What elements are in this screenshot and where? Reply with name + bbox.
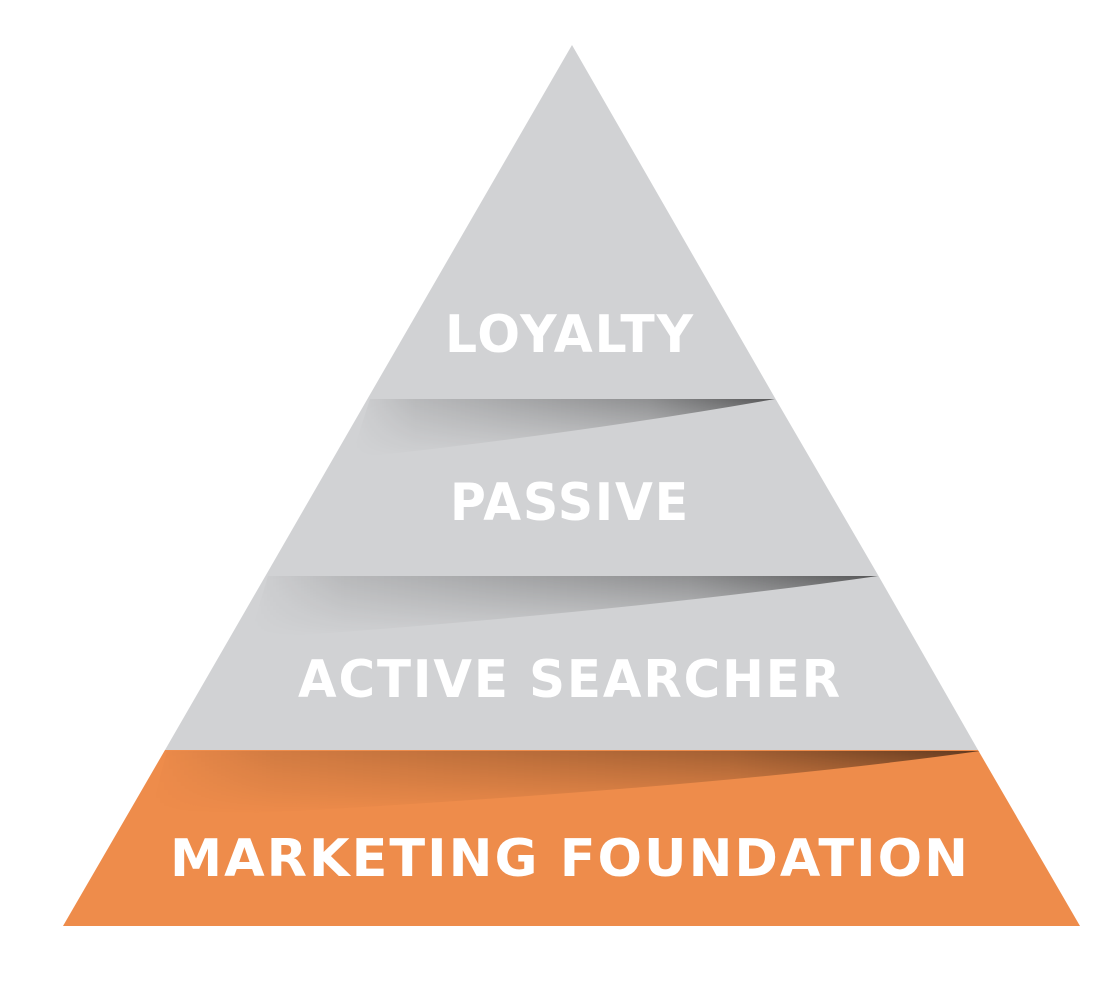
tier-active-searcher-label: ACTIVE SEARCHER (298, 650, 842, 710)
tier-loyalty-label: LOYALTY (445, 305, 695, 365)
tier-marketing-foundation: MARKETING FOUNDATION (63, 750, 1080, 926)
tier-loyalty: LOYALTY (368, 45, 775, 398)
tier-passive: PASSIVE (266, 398, 878, 575)
tier-passive-label: PASSIVE (450, 473, 690, 533)
tier-active-searcher: ACTIVE SEARCHER (165, 575, 978, 750)
tier-marketing-foundation-shadow (150, 751, 980, 815)
tier-loyalty-shape (368, 45, 775, 398)
tier-passive-shadow (352, 399, 775, 455)
tier-marketing-foundation-label: MARKETING FOUNDATION (170, 829, 970, 889)
tier-active-searcher-shadow (250, 576, 878, 636)
